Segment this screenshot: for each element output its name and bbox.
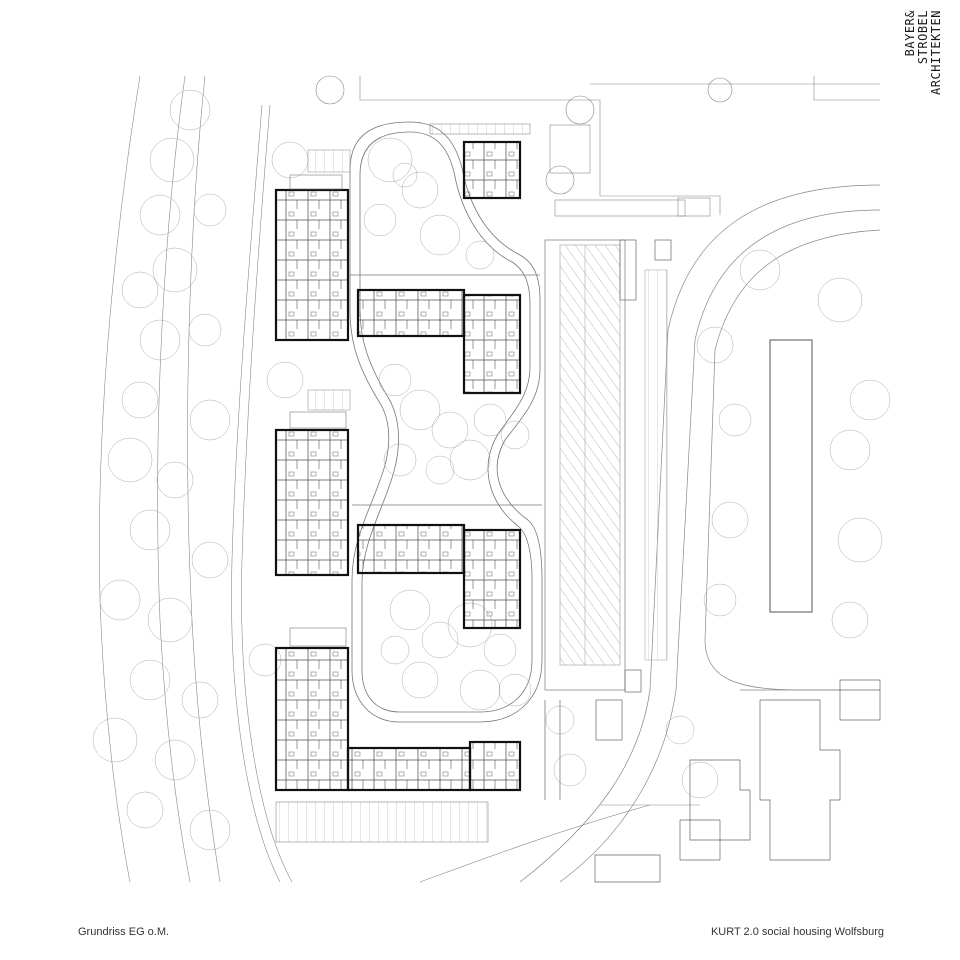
logo-line-2: STROBEL: [916, 10, 930, 65]
south-carports: [275, 801, 489, 843]
logo-line-1: BAYER&: [903, 10, 917, 57]
plan-caption: Grundriss EG o.M.: [78, 926, 170, 938]
building-pavilion: [429, 123, 531, 200]
building-west-1: [274, 149, 351, 342]
building-west-2: [274, 389, 351, 577]
north-site-lines: [315, 75, 880, 217]
southeast-houses: [544, 679, 881, 883]
trees-west: [92, 89, 309, 851]
building-row-north: [356, 288, 522, 395]
logo-bayer-strobel: BAYER& STROBEL ARCHITEKTEN: [903, 10, 954, 140]
parking-deck: [544, 239, 672, 693]
building-row-south: [346, 740, 522, 792]
courtyard-path: [349, 121, 543, 723]
project-caption: KURT 2.0 social housing Wolfsburg: [710, 926, 884, 938]
eastern-road: [519, 184, 881, 883]
building-west-3: [274, 627, 350, 792]
east-building-slab: [769, 339, 813, 613]
trees-east: [545, 249, 891, 799]
logo-line-3: ARCHITEKTEN: [929, 10, 943, 95]
western-road-lines: [99, 75, 293, 883]
building-row-middle: [356, 523, 522, 630]
south-road-lines: [419, 804, 700, 883]
